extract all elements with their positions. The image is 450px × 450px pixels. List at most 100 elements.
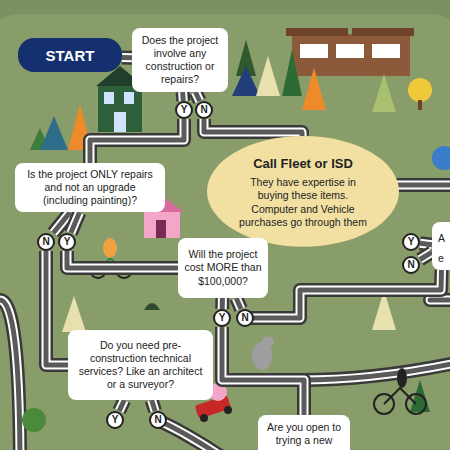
node-text: Does the project involve any constructio…: [138, 34, 222, 87]
road-stroke: [220, 298, 225, 309]
road-stroke: [90, 119, 184, 163]
road-stroke: [176, 92, 191, 101]
road-stroke: [119, 400, 124, 411]
node-text: START: [18, 47, 122, 64]
road-stroke: [420, 243, 432, 245]
road-stroke: [420, 252, 432, 259]
road-stroke: [222, 327, 304, 415]
answer-circle: Y: [106, 411, 124, 429]
question-box: Does the project involve any constructio…: [132, 28, 228, 92]
road-stroke: [420, 243, 432, 245]
road-stroke: [71, 212, 80, 233]
road-stroke: [245, 270, 442, 318]
road-connector: [195, 92, 199, 101]
road-stroke: [122, 53, 132, 62]
road-connector: [122, 57, 132, 58]
node-text: They have expertise in buying these item…: [237, 176, 369, 229]
answer-circle: N: [236, 309, 254, 327]
road-stroke: [204, 119, 302, 136]
road-stroke: [204, 119, 302, 136]
road-stroke: [119, 400, 124, 411]
node-text: A e: [438, 228, 450, 268]
road-stroke: [46, 251, 68, 365]
start-pill: START: [18, 38, 122, 72]
answer-circle: N: [195, 101, 213, 119]
road-connector: [420, 243, 432, 245]
road-stroke: [122, 55, 132, 60]
node-text: Will the project cost MORE than $100,000…: [184, 248, 262, 287]
road-connector: [222, 298, 223, 309]
answer-circle: Y: [213, 309, 231, 327]
partial-box: A e: [432, 222, 450, 270]
road-stroke: [119, 400, 124, 411]
answer-letter: N: [39, 235, 53, 249]
answer-letter: N: [197, 103, 211, 117]
answer-letter: N: [404, 258, 418, 272]
road-stroke: [218, 298, 227, 309]
node-text: Is the project ONLY repairs and not an u…: [21, 168, 159, 207]
road-stroke: [152, 400, 156, 411]
answer-circle: Y: [175, 101, 193, 119]
road-stroke: [67, 251, 178, 268]
road-stroke: [236, 298, 241, 309]
road-connector: [420, 252, 432, 259]
road-connector: [245, 270, 442, 318]
road-stroke: [152, 400, 156, 411]
answer-letter: N: [151, 413, 165, 427]
road-stroke: [46, 251, 68, 365]
road-stroke: [67, 251, 178, 268]
node-text: Do you need pre-construction technical s…: [74, 339, 207, 392]
road-connector: [222, 327, 304, 415]
answer-circle: N: [402, 256, 420, 274]
road-stroke: [420, 243, 432, 245]
question-box: Are you open to trying a new: [258, 415, 350, 450]
node-text: Are you open to trying a new: [266, 421, 342, 447]
road-stroke: [71, 212, 80, 233]
road-stroke: [245, 270, 442, 318]
road-stroke: [152, 400, 156, 411]
road-stroke: [222, 327, 304, 415]
answer-circle: N: [149, 411, 167, 429]
road-connector: [90, 119, 184, 163]
road-stroke: [195, 92, 199, 101]
road-stroke: [236, 298, 241, 309]
answer-letter: Y: [108, 413, 122, 427]
road-stroke: [71, 212, 80, 233]
question-box: Is the project ONLY repairs and not an u…: [15, 163, 165, 212]
question-box: Will the project cost MORE than $100,000…: [178, 238, 268, 298]
road-stroke: [195, 92, 199, 101]
road-stroke: [245, 270, 442, 318]
answer-circle: Y: [58, 233, 76, 251]
answer-circle: N: [37, 233, 55, 251]
answer-circle: Y: [402, 233, 420, 251]
road-stroke: [204, 119, 302, 136]
road-connector: [182, 92, 184, 101]
road-stroke: [195, 92, 199, 101]
answer-letter: Y: [215, 311, 229, 325]
road-stroke: [236, 298, 241, 309]
info-heading: Call Fleet or ISD: [237, 156, 369, 172]
road-stroke: [46, 251, 68, 365]
road-connector: [204, 119, 302, 136]
road-stroke: [90, 119, 184, 163]
road-stroke: [215, 298, 229, 309]
question-box: Do you need pre-construction technical s…: [68, 330, 213, 400]
answer-letter: N: [238, 311, 252, 325]
road-stroke: [420, 252, 432, 259]
road-stroke: [122, 50, 132, 64]
road-connector: [119, 400, 124, 411]
road-connector: [67, 251, 178, 268]
road-connector: [152, 400, 156, 411]
road-stroke: [90, 119, 184, 163]
info-oval: Call Fleet or ISD They have expertise in …: [207, 136, 399, 247]
answer-letter: Y: [60, 235, 74, 249]
answer-letter: Y: [177, 103, 191, 117]
road-connector: [236, 298, 241, 309]
road-connector: [71, 212, 80, 233]
road-stroke: [178, 92, 188, 101]
answer-letter: Y: [404, 235, 418, 249]
road-stroke: [222, 327, 304, 415]
road-stroke: [180, 92, 186, 101]
